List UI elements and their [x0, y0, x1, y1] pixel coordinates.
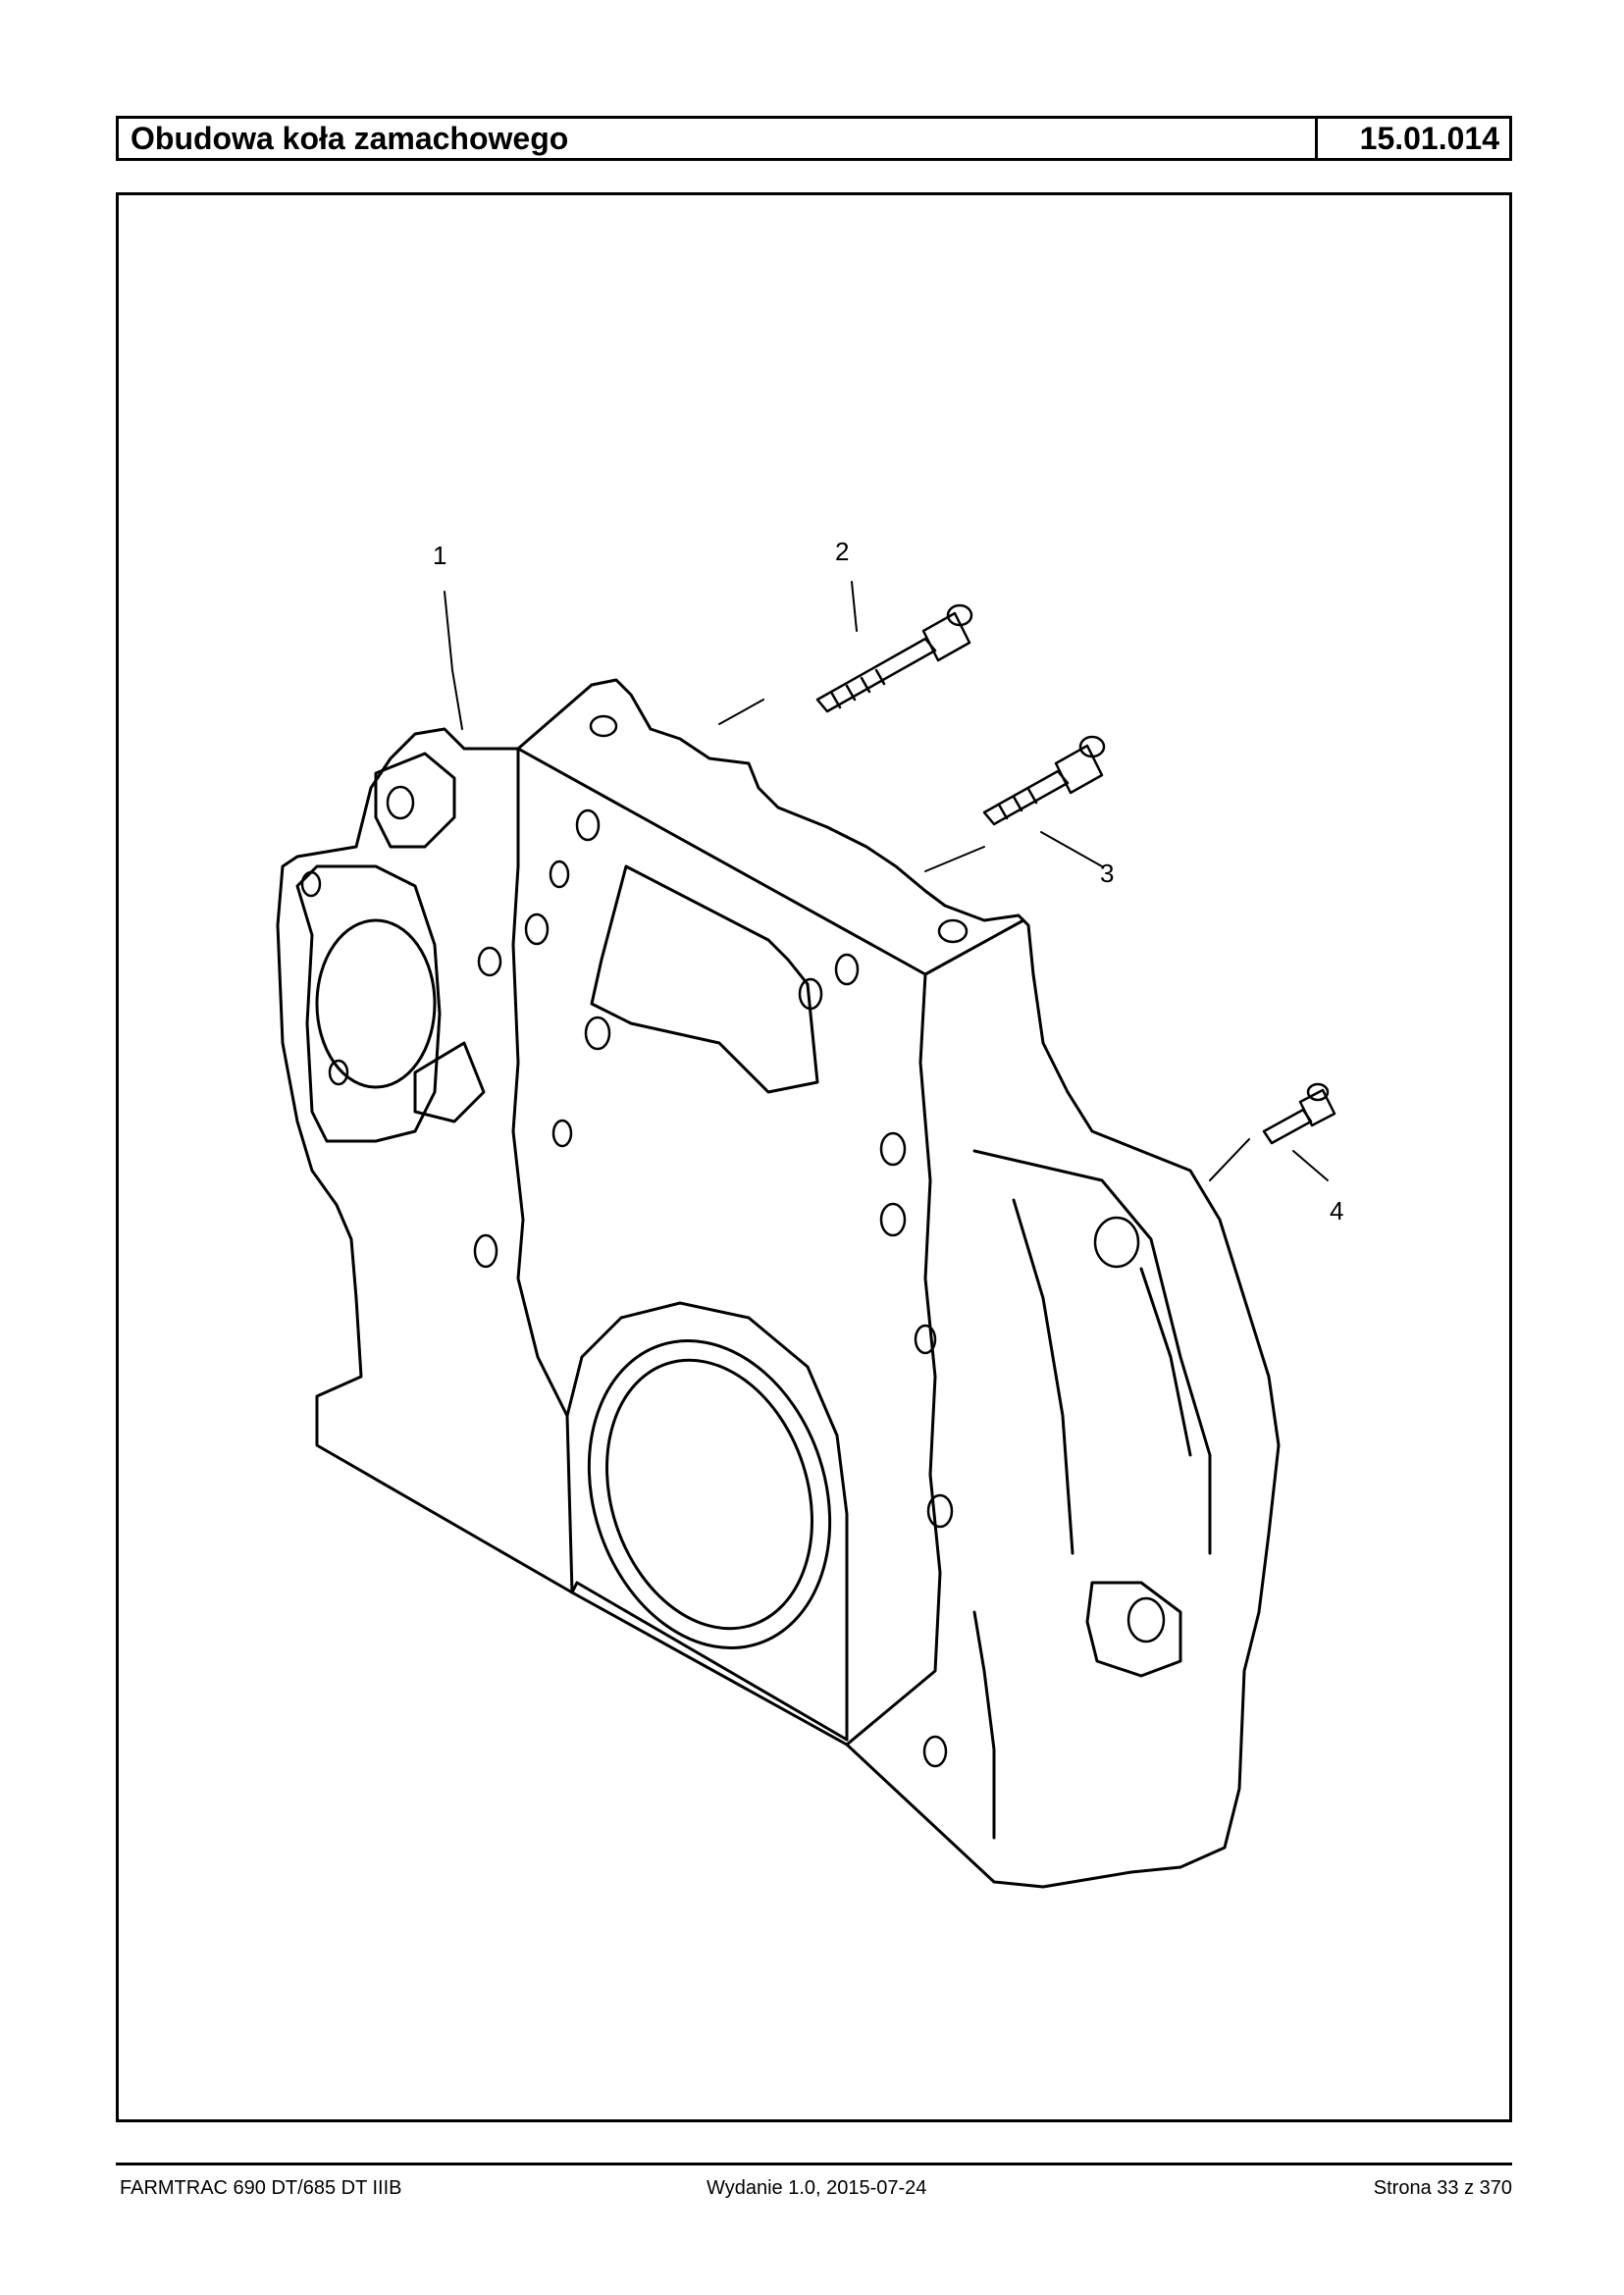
- parts-diagram-frame: 1 2 3 4: [116, 192, 1512, 2122]
- callout-3: 3: [1100, 859, 1114, 888]
- callout-1: 1: [433, 541, 446, 570]
- leader-lines: [444, 581, 1329, 1181]
- page-title: Obudowa koła zamachowego: [119, 119, 1318, 158]
- footer-edition: Wydanie 1.0, 2015-07-24: [707, 2177, 927, 2199]
- housing-outline: [276, 678, 1281, 1889]
- top-window: [590, 864, 819, 1094]
- flywheel-housing-diagram: 1 2 3 4: [276, 537, 1343, 1889]
- bolt-4: [1262, 1082, 1336, 1145]
- bolt-2: [815, 603, 973, 713]
- footer-rule: [116, 2163, 1512, 2165]
- section-code: 15.01.014: [1359, 121, 1499, 156]
- bolt-3: [982, 735, 1106, 826]
- left-flange: [374, 752, 456, 849]
- edge-line: [845, 972, 942, 1747]
- seal-opening: [587, 1339, 832, 1649]
- footer-page-number: Strona 33 z 370: [1373, 2177, 1512, 2199]
- callout-2: 2: [835, 537, 849, 566]
- callout-4: 4: [1330, 1196, 1343, 1226]
- lower-right-boss: [1085, 1581, 1182, 1678]
- footer-model: FARMTRAC 690 DT/685 DT IIIB: [120, 2177, 402, 2199]
- bolt-holes: [300, 714, 1166, 1768]
- front-block: [511, 747, 574, 1594]
- header-box: Obudowa koła zamachowego 15.01.014: [116, 116, 1512, 161]
- seal-housing: [565, 1301, 849, 1742]
